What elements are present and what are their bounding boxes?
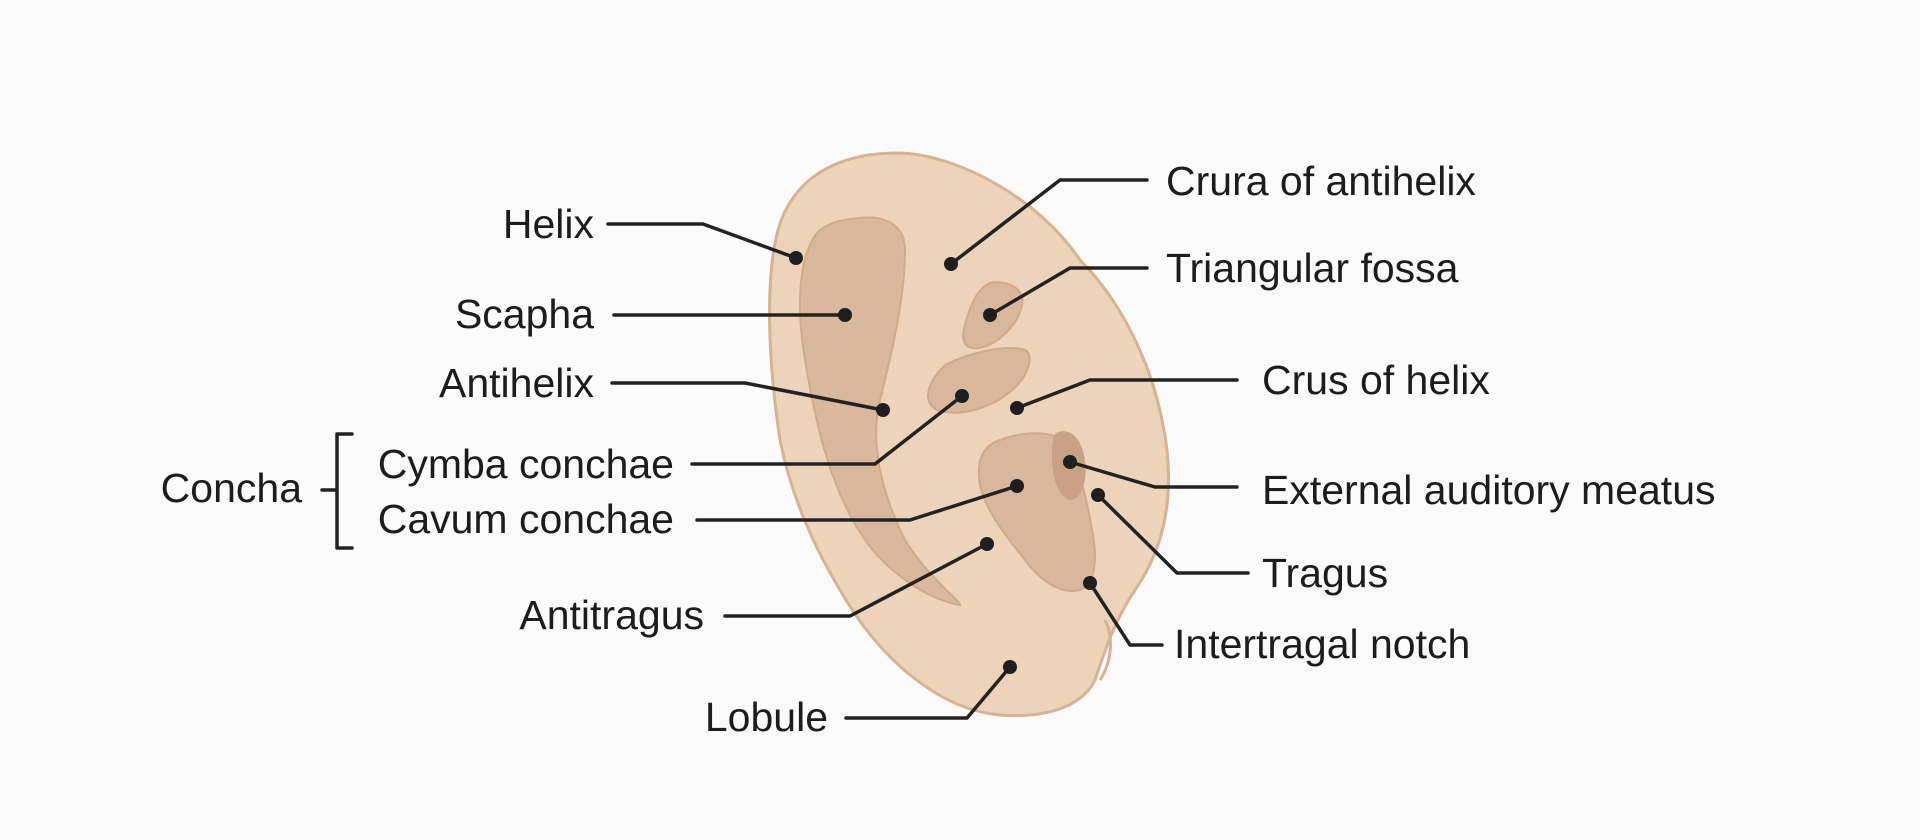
label-antitragus: Antitragus (519, 592, 704, 638)
label-concha: Concha (161, 465, 303, 511)
label-tragus: Tragus (1262, 550, 1388, 596)
leader-crus-of-helix (1015, 378, 1239, 410)
dot-cavum-conchae (1010, 479, 1024, 493)
leader-crura-of-antihelix (949, 178, 1149, 266)
pointer-dots (789, 251, 1105, 674)
leader-lobule (844, 665, 1012, 720)
leader-tragus (1096, 493, 1250, 575)
dot-cymba-conchae (955, 389, 969, 403)
label-cymba-conchae: Cymba conchae (378, 441, 674, 487)
dot-antitragus (980, 537, 994, 551)
label-helix: Helix (503, 201, 595, 247)
label-crura-of-antihelix: Crura of antihelix (1166, 158, 1476, 204)
dot-helix (789, 251, 803, 265)
dot-lobule (1003, 660, 1017, 674)
leader-external-auditory-meatus (1068, 460, 1239, 489)
dot-external-auditory-meatus (1063, 455, 1077, 469)
label-triangular-fossa: Triangular fossa (1166, 245, 1459, 291)
leader-antihelix (610, 381, 885, 412)
label-antihelix: Antihelix (439, 360, 594, 406)
label-scapha: Scapha (455, 291, 594, 337)
concha-bracket (320, 432, 354, 550)
label-crus-of-helix: Crus of helix (1262, 357, 1490, 403)
dot-crura-of-antihelix (944, 257, 958, 271)
leader-helix (606, 222, 798, 260)
label-intertragal-notch: Intertragal notch (1174, 621, 1470, 667)
label-external-auditory-meatus: External auditory meatus (1262, 467, 1716, 513)
labels: Helix Scapha Antihelix Cymba conchae Cav… (161, 158, 1716, 740)
dot-triangular-fossa (983, 308, 997, 322)
leader-cavum-conchae (695, 484, 1019, 522)
dot-crus-of-helix (1010, 401, 1024, 415)
label-cavum-conchae: Cavum conchae (378, 496, 674, 542)
dot-scapha (838, 308, 852, 322)
label-lobule: Lobule (705, 694, 828, 740)
leader-antitragus (723, 542, 989, 618)
leader-lines (320, 178, 1250, 720)
lobule-fold (1098, 619, 1112, 681)
dot-antihelix (876, 403, 890, 417)
ear-illustration (768, 151, 1170, 718)
dot-tragus (1091, 488, 1105, 502)
cymba-conchae-region (927, 347, 1031, 414)
leader-cymba-conchae (690, 394, 964, 466)
leader-intertragal-notch (1088, 581, 1164, 647)
dot-intertragal-notch (1083, 576, 1097, 590)
leader-triangular-fossa (988, 266, 1149, 317)
